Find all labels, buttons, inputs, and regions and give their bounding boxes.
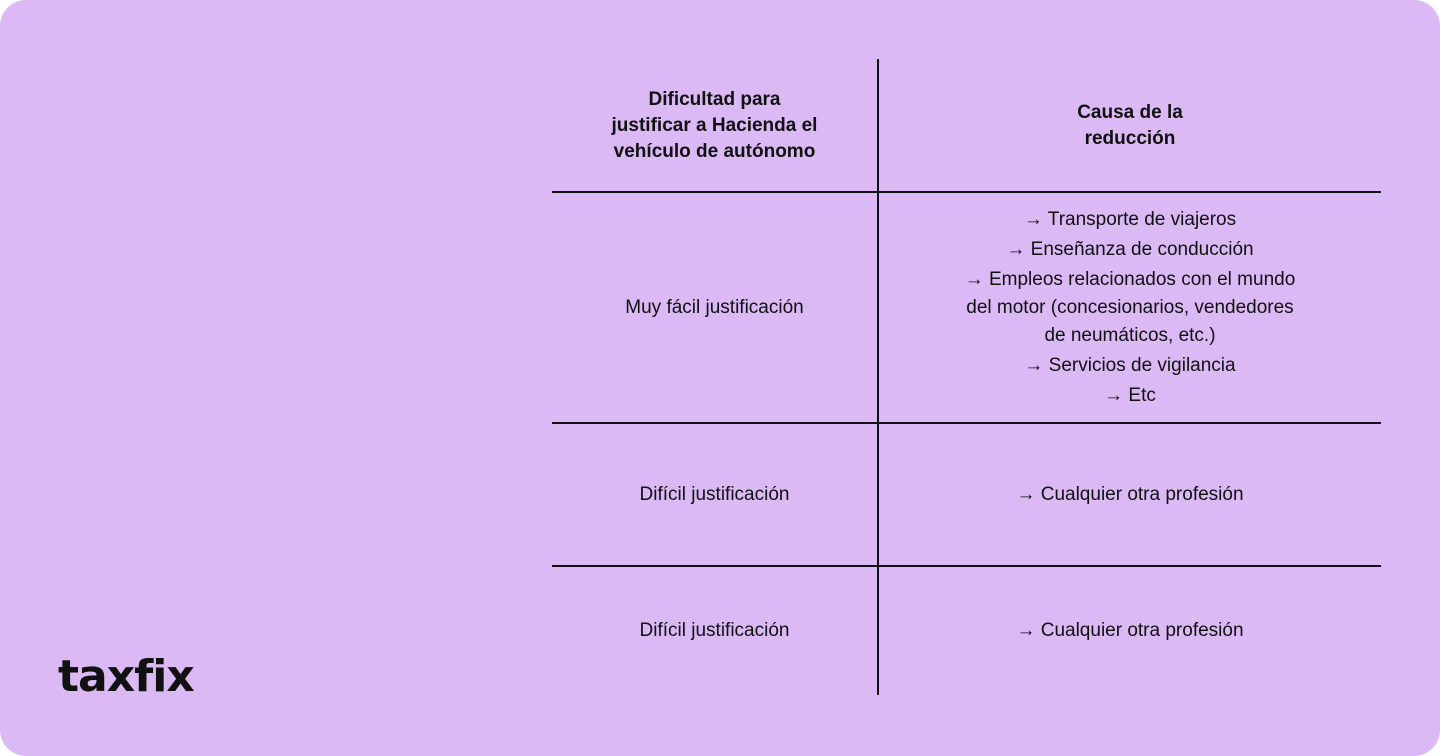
cause-item: → Servicios de vigilancia	[1024, 354, 1236, 376]
cause-item: del motor (concesionarios, vendedores	[966, 296, 1294, 318]
row-divider-1	[552, 422, 1381, 424]
difficulty-label: Muy fácil justificación	[625, 296, 804, 318]
header-difficulty-line: vehículo de autónomo	[613, 140, 816, 162]
header-cause-line: Causa de la	[1077, 101, 1183, 123]
table-row-3-difficulty: Difícil justificación	[552, 567, 877, 694]
difficulty-label: Difícil justificación	[639, 483, 790, 505]
table-row-2-difficulty: Difícil justificación	[552, 424, 877, 565]
taxfix-logo: taxfix	[58, 651, 195, 702]
cause-item: → Enseñanza de conducción	[1006, 238, 1254, 260]
header-difficulty: Dificultad para justificar a Hacienda el…	[552, 60, 877, 191]
difficulty-label: Difícil justificación	[639, 619, 790, 641]
cause-item: → Empleos relacionados con el mundo	[964, 268, 1296, 290]
row-divider-2	[552, 565, 1381, 567]
column-divider	[877, 59, 879, 695]
header-cause: Causa de la reducción	[879, 60, 1381, 191]
cause-item: de neumáticos, etc.)	[1044, 324, 1216, 346]
cause-item: → Cualquier otra profesión	[1016, 483, 1244, 505]
cause-item: → Cualquier otra profesión	[1016, 619, 1244, 641]
cause-item: → Etc	[1104, 384, 1156, 406]
header-difficulty-line: Dificultad para	[648, 88, 781, 110]
table-row-1-causes: → Transporte de viajeros → Enseñanza de …	[879, 193, 1381, 422]
table-row-3-causes: → Cualquier otra profesión	[879, 567, 1381, 694]
cause-item: → Transporte de viajeros	[1023, 208, 1237, 230]
table-row-1-difficulty: Muy fácil justificación	[552, 193, 877, 422]
row-divider-header	[552, 191, 1381, 193]
header-cause-line: reducción	[1084, 127, 1176, 149]
header-difficulty-line: justificar a Hacienda el	[611, 114, 818, 136]
table-row-2-causes: → Cualquier otra profesión	[879, 424, 1381, 565]
